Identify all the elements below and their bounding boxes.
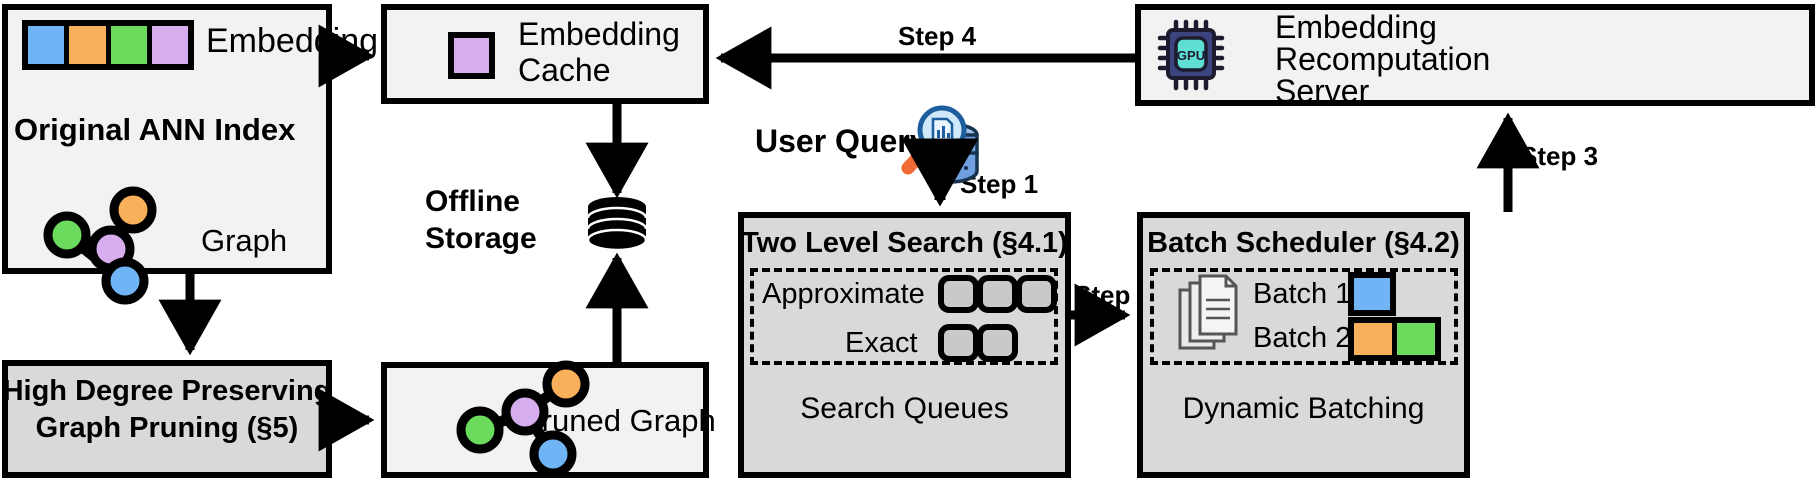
search-queues-group — [750, 268, 1058, 365]
graph-pruning-box — [2, 360, 332, 478]
embedding-cache-icon — [448, 32, 495, 79]
embedding-label: Embedding — [206, 22, 379, 60]
recomputation-server-line3: Server — [1275, 73, 1370, 109]
step3-label: Step 3 — [1520, 141, 1599, 171]
original-ann-index-title: Original ANN Index — [14, 112, 296, 147]
batch2-swatch-0 — [1354, 323, 1397, 355]
embedding-cache-line1: Embedding — [518, 16, 680, 52]
graph-pruning-line2: Graph Pruning (§5) — [35, 412, 299, 444]
user-query-label: User Query — [755, 123, 928, 159]
offline-storage-line2: Storage — [425, 222, 537, 255]
approximate-label: Approximate — [762, 278, 925, 310]
batch-scheduler-title: Batch Scheduler (§4.2) — [1147, 227, 1460, 259]
dynamic-batching-group — [1150, 268, 1458, 365]
exact-label: Exact — [845, 327, 918, 359]
batch2-swatches — [1348, 317, 1441, 361]
embedding-swatch-bar — [22, 20, 194, 70]
batch2-label: Batch 2 — [1253, 322, 1352, 354]
batch1-swatch-0 — [1354, 278, 1390, 310]
search-queues-footer: Search Queues — [800, 392, 1009, 425]
embedding-cache-box — [381, 4, 709, 104]
graph-pruning-line1: High Degree Preserving — [2, 375, 332, 407]
offline-storage-database-icon — [586, 197, 648, 252]
exact-slot-0 — [938, 324, 979, 362]
approximate-slot-2 — [1016, 275, 1057, 313]
batch1-swatches — [1348, 272, 1396, 316]
batch2-swatch-1 — [1397, 323, 1435, 355]
graph-label: Graph — [201, 223, 288, 258]
approximate-slot-1 — [977, 275, 1018, 313]
step4-label: Step 4 — [898, 21, 977, 51]
exact-slot-1 — [977, 324, 1018, 362]
dynamic-batching-footer: Dynamic Batching — [1182, 392, 1425, 425]
embedding-swatch-0 — [28, 26, 70, 64]
pruned-graph-label: Pruned Graph — [521, 403, 716, 438]
step1-label: Step 1 — [960, 169, 1039, 199]
embedding-swatch-3 — [151, 26, 188, 64]
embedding-cache-line2: Cache — [518, 52, 611, 88]
embedding-swatch-2 — [110, 26, 152, 64]
recomputation-server-box — [1135, 4, 1815, 106]
recomputation-server-line1: Embedding — [1275, 9, 1437, 45]
approximate-slot-0 — [938, 275, 979, 313]
two-level-search-title: Two Level Search (§4.1) — [741, 227, 1068, 259]
offline-storage-line1: Offline — [425, 185, 520, 218]
embedding-swatch-1 — [69, 26, 111, 64]
batch1-label: Batch 1 — [1253, 278, 1352, 310]
recomputation-server-line2: Recomputation — [1275, 41, 1491, 77]
